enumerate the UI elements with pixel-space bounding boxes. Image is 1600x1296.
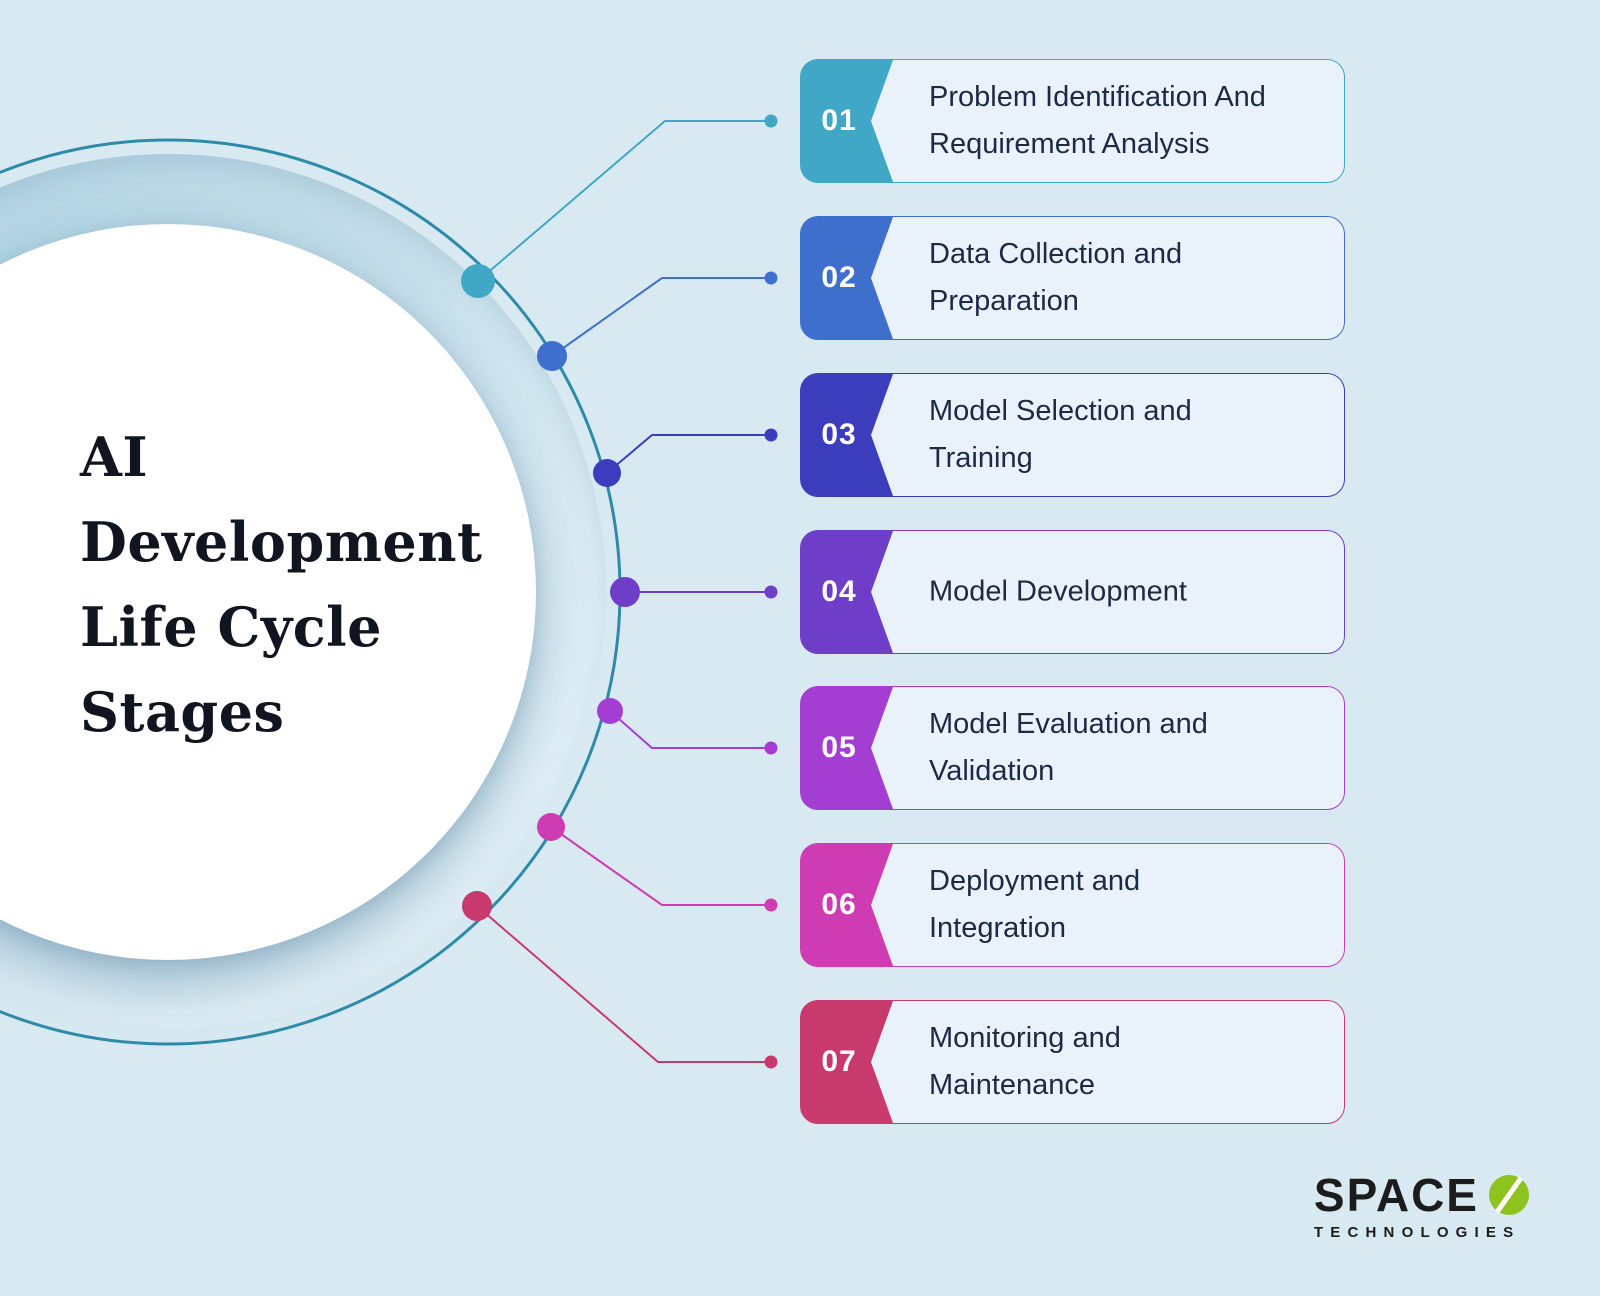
stage-label-line: Model Selection and [929, 395, 1192, 428]
stage-number-badge: 03 [801, 374, 893, 496]
stage-number: 01 [821, 104, 857, 137]
stage-connector [537, 271, 778, 371]
connector-endpoint-dot [764, 428, 778, 442]
stage-label: Model Evaluation and Validation [929, 701, 1208, 795]
stage-number: 05 [821, 731, 857, 764]
stage-label-line: Validation [929, 755, 1055, 787]
stage-connector [461, 114, 778, 298]
infographic-title: AI Development Life Cycle Stages [80, 430, 482, 770]
connector-endpoint-dot [764, 114, 778, 128]
connector-endpoint-dot [764, 1055, 778, 1069]
stage-number-badge: 06 [801, 844, 893, 966]
logo-o-icon [1489, 1175, 1529, 1215]
stage-card: 04 Model Development [800, 530, 1345, 654]
stage-number: 02 [821, 261, 857, 294]
stage-connector [537, 813, 778, 912]
connector-line [606, 434, 771, 474]
stage-dot [593, 459, 621, 487]
stage-number-badge: 02 [801, 217, 893, 339]
stage-label: Model Selection and Training [929, 388, 1192, 482]
stage-label: Model Development [929, 569, 1187, 616]
stage-card: 02 Data Collection and Preparation [800, 216, 1345, 340]
stage-number-badge: 05 [801, 687, 893, 809]
stage-connector [593, 428, 778, 487]
stage-dot [597, 698, 623, 724]
stage-label-line: Data Collection and [929, 238, 1183, 271]
connector-line [476, 905, 771, 1063]
connector-endpoint-dot [764, 898, 778, 912]
title-line: Life Cycle [80, 595, 382, 659]
stage-label: Problem Identification And Requirement A… [929, 74, 1266, 168]
title-line: AI [80, 425, 149, 489]
stage-number-badge: 01 [801, 60, 893, 182]
stage-card: 06 Deployment and Integration [800, 843, 1345, 967]
title-line: Development [80, 510, 483, 574]
stage-label-line: Preparation [929, 285, 1079, 317]
stage-connector [462, 891, 778, 1069]
logo: SPACE TECHNOLOGIES [1314, 1172, 1530, 1240]
stage-dot [610, 577, 640, 607]
connector-endpoint-dot [764, 741, 778, 755]
stage-connector [610, 577, 778, 607]
stage-label: Deployment and Integration [929, 858, 1140, 952]
stage-label-line: Model Development [929, 575, 1187, 608]
connector-line [551, 277, 771, 357]
stage-number: 03 [821, 418, 857, 451]
stage-label-line: Model Evaluation and [929, 708, 1208, 741]
stage-label: Data Collection and Preparation [929, 231, 1182, 325]
stage-number: 07 [821, 1045, 857, 1078]
stage-card: 05 Model Evaluation and Validation [800, 686, 1345, 810]
stage-label-line: Monitoring and [929, 1022, 1121, 1055]
stage-connector [597, 698, 778, 755]
connector-endpoint-dot [764, 585, 778, 599]
stage-label-line: Integration [929, 912, 1067, 944]
stage-card: 03 Model Selection and Training [800, 373, 1345, 497]
stage-label-line: Deployment and [929, 865, 1141, 898]
stage-label-line: Requirement Analysis [929, 128, 1210, 160]
stage-card: 07 Monitoring and Maintenance [800, 1000, 1345, 1124]
stage-card: 01 Problem Identification And Requiremen… [800, 59, 1345, 183]
stage-label-line: Problem Identification And [929, 81, 1266, 114]
stage-label-line: Maintenance [929, 1069, 1096, 1101]
stage-number-badge: 07 [801, 1001, 893, 1123]
stage-number: 04 [821, 575, 857, 608]
stage-number-badge: 04 [801, 531, 893, 653]
title-line: Stages [80, 680, 285, 744]
stage-label-line: Training [929, 442, 1033, 474]
stage-number: 06 [821, 888, 857, 921]
connector-endpoint-dot [764, 271, 778, 285]
connector-line [477, 120, 771, 282]
stage-label: Monitoring and Maintenance [929, 1015, 1121, 1109]
connector-line [609, 710, 771, 749]
logo-subtext: TECHNOLOGIES [1313, 1224, 1521, 1241]
logo-wordmark: SPACE [1313, 1169, 1479, 1221]
connector-line [550, 826, 771, 906]
